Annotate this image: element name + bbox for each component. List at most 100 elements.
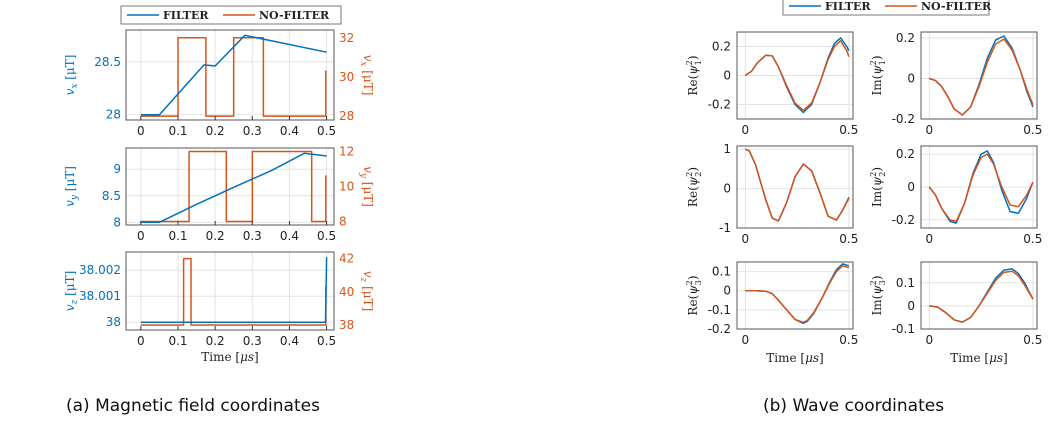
series-filter [140, 34, 327, 116]
series-filter [140, 152, 327, 224]
right-tick-label: 12 [339, 145, 354, 159]
left-tick-label: 28.5 [94, 55, 121, 69]
x-axis-label: Time [μs] [201, 350, 258, 364]
right-tick-label: 40 [339, 285, 354, 299]
x-axis-label: Time [μs] [766, 351, 823, 365]
right-axis-label: vx [μT] [358, 55, 375, 96]
right-tick-label: 32 [339, 31, 354, 45]
x-tick-label: 0.3 [243, 124, 262, 138]
left-tick-label: 38.002 [79, 263, 121, 277]
y-tick-label: 0.1 [712, 265, 731, 279]
y-tick-label: 0 [723, 69, 731, 83]
legend-right: FILTER NO-FILTER [782, 0, 992, 16]
y-tick-label: 0 [907, 299, 915, 313]
series-nofilter [744, 148, 850, 222]
y-axis-label: Re(ψ23) [685, 275, 703, 315]
x-tick-label: 0.5 [839, 123, 858, 137]
right-tick-label: 42 [339, 252, 354, 266]
right-tick-label: 28 [339, 109, 354, 123]
x-tick-label: 0.1 [168, 229, 187, 243]
y-tick-label: 0 [907, 180, 915, 194]
series-nofilter [140, 257, 327, 326]
legend-label-nofilter: NO-FILTER [921, 0, 992, 13]
y-tick-label: -0.1 [708, 303, 731, 317]
x-tick-label: 0.5 [317, 124, 336, 138]
plot-frame [736, 31, 854, 120]
series-nofilter [140, 37, 327, 117]
right-tick-label: 38 [339, 318, 354, 332]
x-tick-label: 0 [741, 123, 749, 137]
legend-label-filter: FILTER [163, 9, 209, 22]
x-tick-label: 0.4 [280, 124, 299, 138]
y-tick-label: 0 [723, 284, 731, 298]
plot-frame [920, 145, 1038, 229]
legend-label-nofilter: NO-FILTER [259, 9, 330, 22]
left-axis-label: vy [μT] [63, 166, 80, 207]
x-tick-label: 0.3 [243, 334, 262, 348]
y-tick-label: -0.2 [892, 213, 915, 227]
legend-box [782, 0, 990, 16]
x-tick-label: 0.4 [280, 334, 299, 348]
left-tick-label: 28 [106, 108, 121, 122]
series-filter [745, 263, 850, 325]
x-tick-label: 0.3 [243, 229, 262, 243]
left-tick-label: 8.5 [102, 189, 121, 203]
y-tick-label: 0 [907, 72, 915, 86]
left-tick-label: 38 [106, 315, 121, 329]
x-tick-label: 0 [137, 334, 145, 348]
series-nofilter [928, 153, 1034, 223]
left-tick-label: 38.001 [79, 289, 121, 303]
plot-frame [125, 29, 335, 121]
panel-re1: 0 0.5 0.2 0 -0.2 Re(ψ21) [685, 31, 858, 137]
y-tick-label: 0.2 [896, 147, 915, 161]
right-tick-label: 8 [339, 215, 347, 229]
x-tick-label: 0.1 [168, 334, 187, 348]
y-tick-label: 1 [723, 142, 731, 156]
x-tick-label: 0.2 [206, 124, 225, 138]
right-axis-label: vy [μT] [358, 166, 375, 207]
x-tick-label: 0.5 [1023, 333, 1042, 347]
x-tick-label: 0 [137, 229, 145, 243]
x-tick-label: 0.5 [1023, 232, 1042, 246]
plot-frame [736, 261, 854, 330]
legend-left: FILTER NO-FILTER [120, 5, 342, 25]
y-tick-label: -0.2 [892, 112, 915, 126]
left-tick-label: 8 [113, 215, 121, 229]
x-tick-label: 0.1 [168, 124, 187, 138]
series-filter [929, 268, 1034, 323]
x-tick-label: 0 [925, 333, 933, 347]
x-tick-label: 0.2 [206, 229, 225, 243]
x-tick-label: 0 [137, 124, 145, 138]
y-tick-label: -0.2 [708, 322, 731, 336]
y-tick-label: 0.2 [712, 40, 731, 54]
x-tick-label: 0.2 [206, 334, 225, 348]
y-axis-label: Re(ψ21) [685, 55, 703, 95]
y-tick-label: 0.1 [896, 276, 915, 290]
x-tick-label: 0.4 [280, 229, 299, 243]
plot-frame [125, 251, 335, 331]
left-tick-label: 9 [113, 162, 121, 176]
plot-frame [920, 261, 1038, 330]
x-axis-label: Time [μs] [950, 351, 1007, 365]
y-tick-label: -0.2 [708, 98, 731, 112]
plot-frame [736, 145, 854, 229]
series-nofilter [745, 265, 850, 324]
caption-left: (a) Magnetic field coordinates [66, 396, 320, 416]
right-tick-label: 30 [339, 70, 354, 84]
series-nofilter [929, 38, 1034, 116]
y-axis-label: Im(ψ21) [869, 55, 887, 95]
plot-frame [125, 147, 335, 226]
right-axis-label: vz [μT] [358, 271, 375, 312]
x-tick-label: 0.5 [839, 232, 858, 246]
y-axis-label: Re(ψ22) [685, 167, 703, 207]
legend-label-filter: FILTER [825, 0, 871, 13]
x-tick-label: 0 [925, 232, 933, 246]
